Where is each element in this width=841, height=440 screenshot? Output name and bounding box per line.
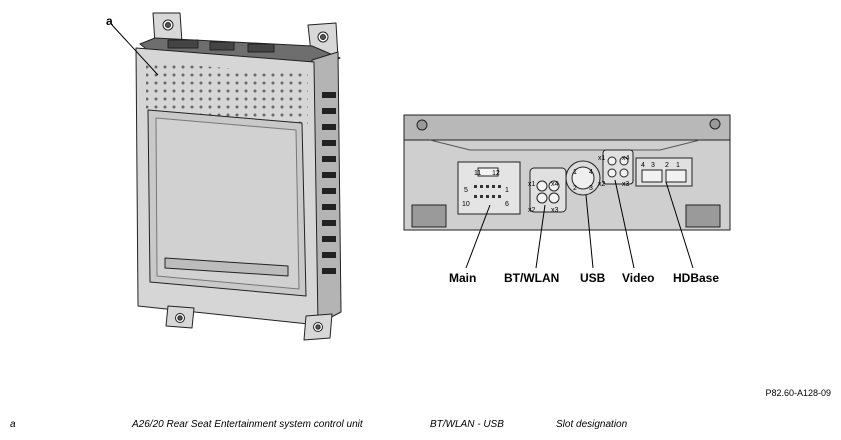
video-pin-x4: x4 xyxy=(622,155,630,162)
usb-connector xyxy=(565,160,601,196)
hd-pin-2: 2 xyxy=(665,162,669,169)
video-connector xyxy=(602,149,634,185)
label-hdbase: HDBase xyxy=(673,271,720,285)
bt-wlan-connector xyxy=(529,167,567,213)
figure-reference: P82.60-A128-09 xyxy=(765,388,831,398)
legend-key: a xyxy=(10,419,16,430)
main-pin-1: 1 xyxy=(505,187,509,194)
callout-leaders xyxy=(465,179,694,269)
bt-pin-x4: x4 xyxy=(551,181,559,188)
main-pin-10: 10 xyxy=(462,201,470,208)
control-unit-3d-view xyxy=(135,12,342,341)
usb-pin-4: 4 xyxy=(589,169,593,176)
video-pin-x3: x3 xyxy=(622,181,630,188)
heatsink-fins xyxy=(322,92,336,274)
main-pin-11: 11 xyxy=(474,170,481,177)
hd-pin-3: 3 xyxy=(651,162,655,169)
callout-a: a xyxy=(106,14,113,28)
hd-pin-1: 1 xyxy=(676,162,680,169)
label-usb: USB xyxy=(580,271,606,285)
callout-a-leader xyxy=(111,24,159,76)
label-bt-wlan: BT/WLAN xyxy=(504,271,560,285)
usb-pin-3: 3 xyxy=(589,185,593,192)
video-pin-x2: x2 xyxy=(598,181,606,188)
main-pin-6: 6 xyxy=(505,201,509,208)
usb-pin-2: 2 xyxy=(573,185,577,192)
label-main: Main xyxy=(449,271,477,285)
main-connector-pin-grid xyxy=(474,185,501,198)
legend-description: A26/20 Rear Seat Entertainment system co… xyxy=(132,419,363,430)
hdbase-connector xyxy=(635,157,693,187)
bt-pin-x2: x2 xyxy=(528,207,536,214)
usb-pin-1: 1 xyxy=(573,169,577,176)
legend-meaning: Slot designation xyxy=(556,419,628,430)
legend-term: BT/WLAN - USB xyxy=(430,419,504,430)
video-pin-x1: x1 xyxy=(598,155,606,162)
bt-pin-x3: x3 xyxy=(551,207,559,214)
hd-pin-4: 4 xyxy=(641,162,645,169)
main-pin-12: 12 xyxy=(492,170,500,177)
label-video: Video xyxy=(622,271,655,285)
main-pin-5: 5 xyxy=(464,187,468,194)
bt-pin-x1: x1 xyxy=(528,181,536,188)
